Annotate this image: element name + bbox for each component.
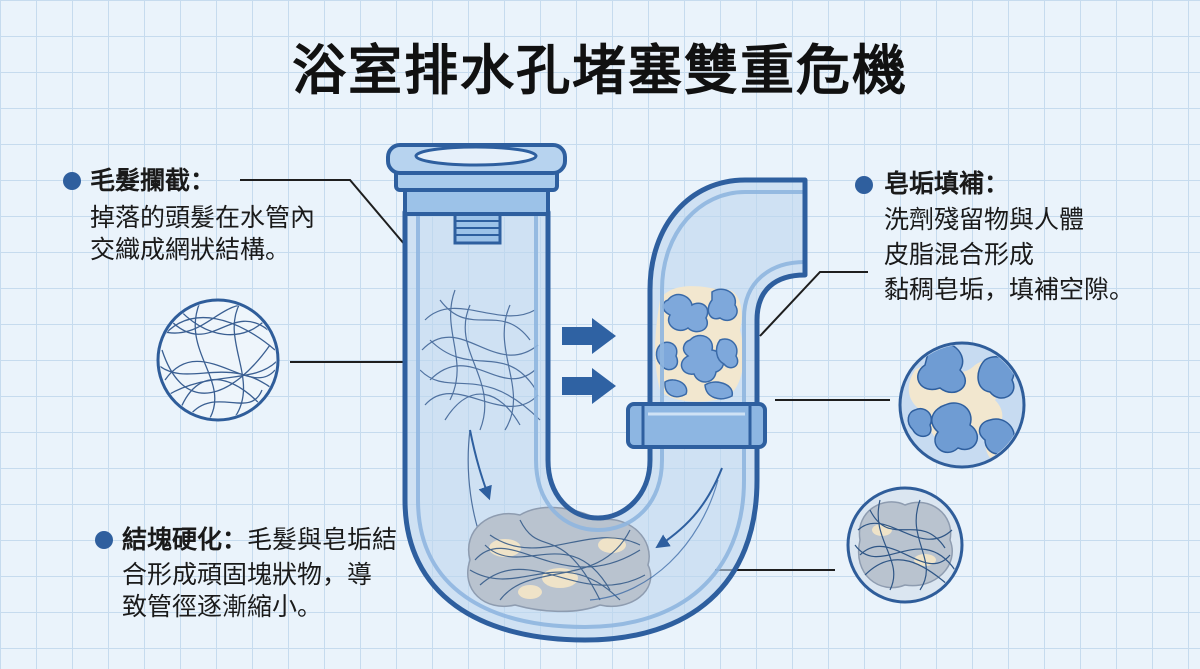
clump-magnified-circle bbox=[846, 486, 964, 604]
clump-rest: 毛髮與皂垢結 bbox=[247, 525, 398, 554]
arrow-right-icon bbox=[562, 368, 616, 404]
pipe-clog bbox=[467, 506, 652, 613]
arrow-right-icon bbox=[562, 318, 616, 354]
soap-magnified-circle bbox=[898, 341, 1026, 469]
pipe-thread bbox=[453, 211, 502, 245]
pipe-inner-walls bbox=[416, 190, 806, 630]
soap-line-3: 黏稠皂垢，填補空隙。 bbox=[884, 275, 1135, 304]
drain-flange bbox=[386, 143, 567, 216]
page-title: 浴室排水孔堵塞雙重危機 bbox=[292, 39, 908, 102]
pipe-hair-strands bbox=[419, 289, 541, 561]
connector-soap bbox=[759, 271, 868, 337]
clump-line-2: 合形成頑固塊狀物，導 bbox=[122, 560, 373, 589]
pipe-coupling bbox=[626, 402, 767, 449]
drain-pipe-icon bbox=[402, 177, 808, 643]
clump-line-1: 結塊硬化：毛髮與皂垢結 bbox=[122, 525, 397, 555]
bullet-dot-icon bbox=[95, 531, 113, 549]
hair-line-2: 交織成網狀結構。 bbox=[90, 235, 291, 264]
clump-heading: 結塊硬化： bbox=[122, 525, 248, 554]
pipe-soap-scum bbox=[655, 286, 744, 402]
bullet-dot-icon bbox=[855, 176, 873, 194]
direction-arrows bbox=[562, 318, 616, 404]
bullet-dots bbox=[63, 172, 873, 549]
hair-heading: 毛髮攔截： bbox=[90, 166, 216, 195]
bullet-dot-icon bbox=[63, 172, 81, 190]
connector-hair bbox=[240, 179, 406, 246]
flow-arrow-icon bbox=[469, 429, 723, 601]
soap-line-2: 皮脂混合形成 bbox=[884, 240, 1035, 269]
hair-line-1: 掉落的頭髮在水管內 bbox=[90, 203, 316, 232]
clump-line-3: 致管徑逐漸縮小。 bbox=[122, 592, 323, 621]
soap-heading: 皂垢填補： bbox=[884, 169, 1010, 198]
hair-strands bbox=[160, 302, 276, 418]
soap-line-1: 洗劑殘留物與人體 bbox=[884, 205, 1085, 234]
hair-magnified-circle bbox=[156, 298, 280, 422]
